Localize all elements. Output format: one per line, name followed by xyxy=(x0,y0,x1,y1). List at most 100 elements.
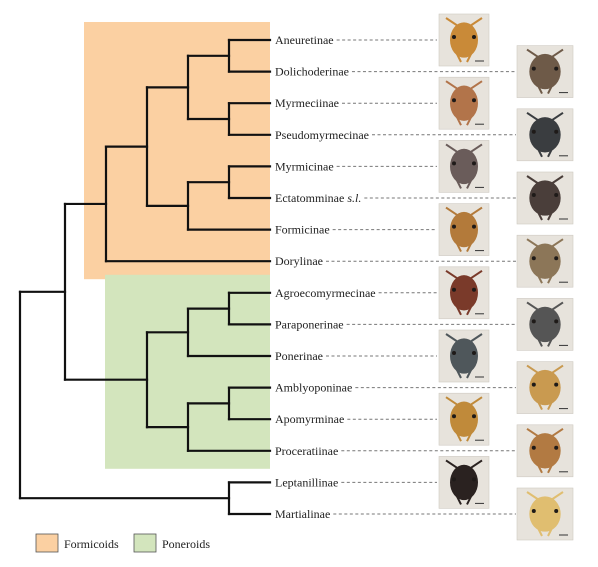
specimen-photo xyxy=(516,298,574,351)
eye-left xyxy=(452,35,456,39)
specimen-photo xyxy=(438,329,490,383)
antenna-right xyxy=(550,364,564,375)
specimen-photo xyxy=(516,108,574,162)
taxon-name: Amblyoponinae xyxy=(275,381,352,395)
eye-right xyxy=(472,414,476,419)
eye-right xyxy=(554,193,559,197)
specimen-photo xyxy=(516,424,574,478)
legend-label-formicoids: Formicoids xyxy=(64,537,119,551)
specimen-photo xyxy=(438,140,490,193)
eye-left xyxy=(452,477,456,482)
eye-right xyxy=(554,509,559,513)
mandibles xyxy=(537,85,553,95)
antenna-left xyxy=(526,175,540,185)
taxon-name: Ectatomminae xyxy=(275,191,344,205)
antenna-right xyxy=(550,175,564,185)
taxon-label: Amblyoponinae xyxy=(275,381,352,395)
antenna-left xyxy=(526,111,540,122)
clade-box-formicoids xyxy=(84,22,270,280)
mandibles xyxy=(456,495,472,505)
eye-right xyxy=(472,161,476,166)
ant-head xyxy=(450,401,478,437)
taxon-label: Martialinae xyxy=(275,507,330,521)
antenna-left xyxy=(445,269,459,280)
antenna-right xyxy=(469,396,483,407)
eye-right xyxy=(472,224,476,229)
mandibles xyxy=(456,369,472,379)
taxon-name: Dorylinae xyxy=(275,254,323,268)
ant-head xyxy=(450,464,478,501)
eye-right xyxy=(472,287,476,292)
antenna-right xyxy=(469,206,483,217)
taxon-label: Ectatomminae s.l. xyxy=(275,191,361,205)
taxon-name: Pseudomyrmecinae xyxy=(275,128,369,142)
eye-left xyxy=(452,351,456,355)
eye-right xyxy=(472,351,476,355)
clade-shading-layer xyxy=(84,22,270,469)
ant-head xyxy=(529,117,561,153)
ant-head xyxy=(529,369,561,406)
eye-left xyxy=(531,193,536,197)
antenna-right xyxy=(469,459,483,470)
ant-head xyxy=(529,433,561,469)
antenna-left xyxy=(526,48,540,59)
antenna-left xyxy=(445,17,459,27)
eye-left xyxy=(531,445,536,450)
mandibles xyxy=(456,179,472,189)
eye-right xyxy=(554,445,559,450)
mandibles xyxy=(456,432,472,442)
taxon-suffix: s.l. xyxy=(344,191,361,205)
antenna-left xyxy=(526,364,540,375)
eye-right xyxy=(472,98,476,103)
specimen-photo xyxy=(516,45,574,98)
specimen-photo xyxy=(438,392,490,446)
specimen-photos xyxy=(438,13,574,541)
mandibles xyxy=(537,337,553,347)
antenna-left xyxy=(445,80,459,91)
specimen-photo xyxy=(516,171,574,225)
antenna-right xyxy=(550,238,564,249)
eye-left xyxy=(531,509,536,513)
antenna-right xyxy=(469,143,483,154)
taxon-label: Myrmicinae xyxy=(275,159,334,173)
antenna-right xyxy=(550,427,564,438)
taxon-name: Paraponerinae xyxy=(275,317,344,331)
mandibles xyxy=(456,116,472,126)
eye-right xyxy=(554,382,559,387)
specimen-photo xyxy=(516,361,574,414)
ant-head xyxy=(529,306,561,343)
tree-branches xyxy=(18,38,272,516)
ant-head xyxy=(450,85,478,121)
ant-head xyxy=(450,211,478,248)
antenna-right xyxy=(469,17,483,27)
eye-left xyxy=(531,256,536,261)
taxon-label: Proceratiinae xyxy=(275,444,338,458)
antenna-right xyxy=(550,111,564,122)
antenna-right xyxy=(550,301,564,312)
eye-right xyxy=(554,256,559,261)
eye-left xyxy=(531,129,536,134)
taxon-label: Apomyrminae xyxy=(275,412,344,426)
mandibles xyxy=(456,53,472,63)
eye-right xyxy=(554,129,559,134)
specimen-photo xyxy=(438,203,490,256)
eye-right xyxy=(472,477,476,482)
antenna-right xyxy=(469,80,483,91)
antenna-left xyxy=(445,396,459,407)
eye-left xyxy=(452,224,456,229)
eye-right xyxy=(554,66,559,71)
eye-left xyxy=(531,382,536,387)
mandibles xyxy=(537,401,553,411)
mandibles xyxy=(537,527,553,537)
antenna-left xyxy=(445,333,459,343)
antenna-left xyxy=(526,427,540,438)
eye-left xyxy=(531,66,536,71)
specimen-photo xyxy=(438,266,490,320)
taxon-name: Dolichoderinae xyxy=(275,65,349,79)
eye-right xyxy=(554,319,559,324)
eye-left xyxy=(531,319,536,324)
mandibles xyxy=(537,274,553,284)
eye-left xyxy=(452,98,456,103)
ant-head xyxy=(450,148,478,185)
taxon-label: Dorylinae xyxy=(275,254,323,268)
